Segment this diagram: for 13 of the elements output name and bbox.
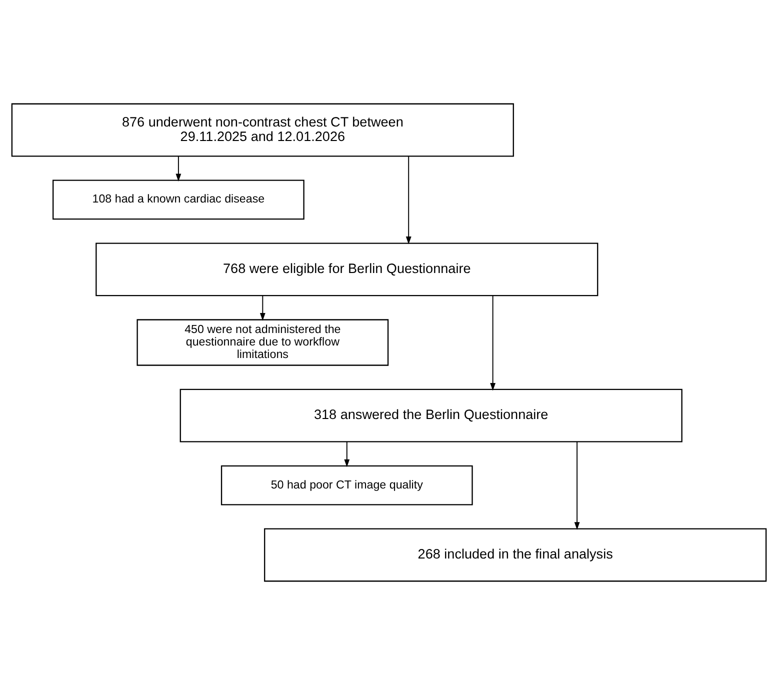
node-box: 876 underwent non-contrast chest CT between 29.11.2025 and 12.01.2026	[11, 102, 514, 156]
arrow	[406, 155, 412, 244]
arrow	[176, 155, 182, 182]
arrow	[490, 294, 496, 390]
node-box: 268 included in the final analysis	[264, 528, 767, 582]
node-box: 318 answered the Berlin Questionnaire	[180, 388, 682, 442]
arrow	[260, 294, 266, 320]
node-box: 50 had poor CT image quality	[220, 464, 473, 505]
node-box: 450 were not administered the questionnaire due to workflow limitations	[136, 318, 389, 366]
arrow	[344, 440, 350, 467]
node-box: 768 were eligible for Berlin Questionnaire	[96, 242, 598, 296]
arrow	[574, 440, 580, 530]
node-box: 108 had a known cardiac disease	[52, 179, 304, 220]
